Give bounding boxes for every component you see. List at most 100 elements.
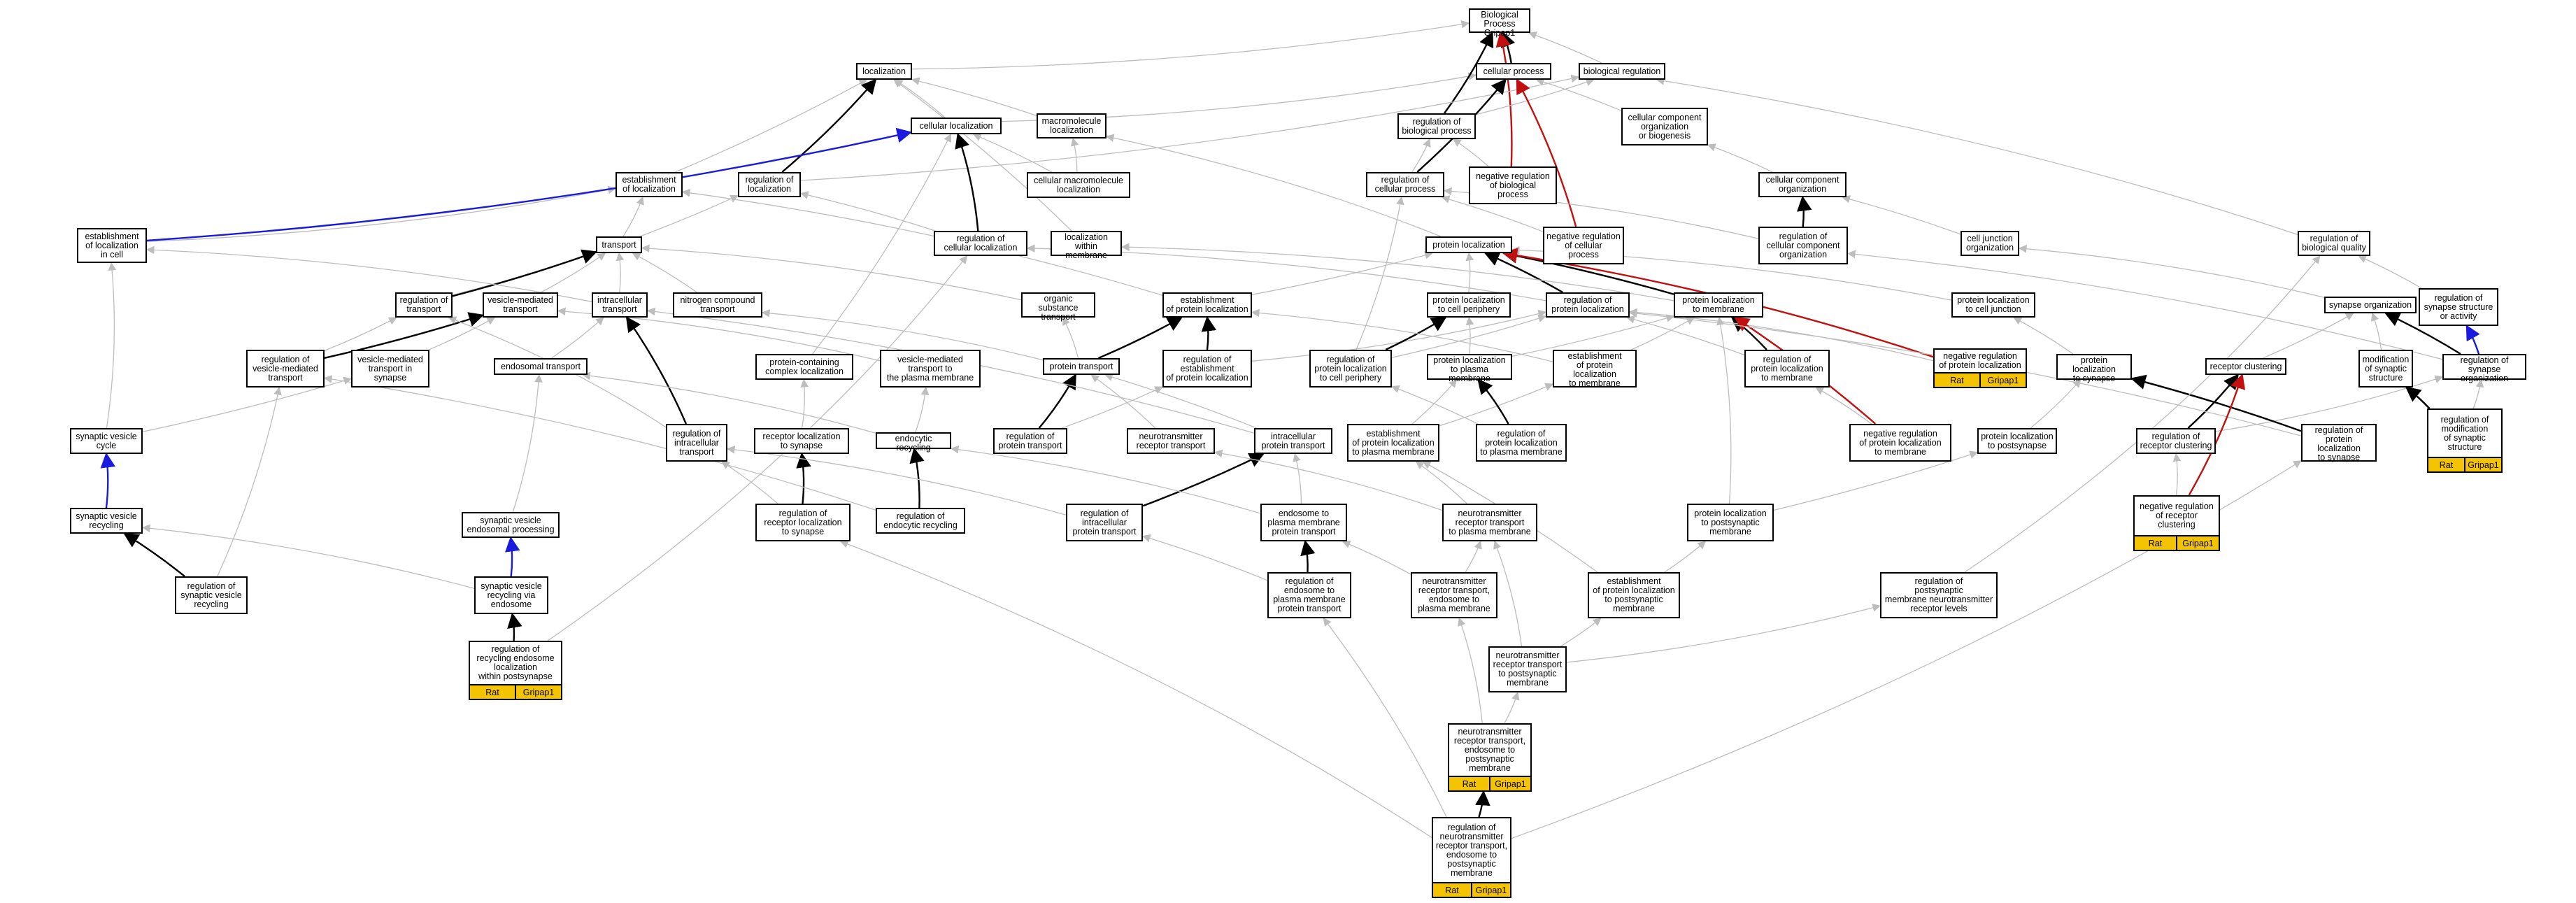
go-term-node-rcl[interactable]: regulation of cellular localization (934, 231, 1027, 256)
go-term-node-rplpm[interactable]: regulation of protein localization to pl… (1476, 424, 1567, 462)
go-term-node-svc[interactable]: synaptic vesicle cycle (70, 428, 143, 454)
go-term-node-plpm[interactable]: protein localization to plasma membrane (1427, 354, 1512, 383)
go-term-node-etpmpt[interactable]: endosome to plasma membrane protein tran… (1260, 504, 1347, 541)
go-term-node-rbp[interactable]: regulation of biological process (1397, 113, 1476, 139)
go-term-node-br[interactable]: biological regulation (1579, 63, 1665, 80)
go-term-node-vmtis[interactable]: vesicle-mediated transport in synapse (351, 350, 429, 387)
go-term-node-loc[interactable]: localization (856, 63, 912, 80)
go-term-node-rit[interactable]: regulation of intracellular transport (666, 424, 727, 462)
go-term-node-nrcp[interactable]: negative regulation of cellular process (1543, 227, 1624, 264)
go-term-node-nrpl[interactable]: negative regulation of protein localizat… (1933, 348, 2027, 388)
edge-part-of-retpmpt-to-etpmpt (1300, 539, 1316, 573)
go-term-node-rpls[interactable]: regulation of protein localization to sy… (2301, 424, 2377, 462)
edge-part-of-rrelp-to-svrve (507, 612, 522, 641)
go-term-node-eol[interactable]: establishment of localization (615, 172, 683, 197)
edge-is-a-plpm-to-plcp (1465, 316, 1474, 355)
go-term-node-cl[interactable]: cellular localization (911, 118, 1002, 134)
edge-is-a-rplcp-to-rcp (1355, 196, 1404, 350)
go-term-node-pltm[interactable]: protein localization to membrane (1674, 292, 1763, 318)
edge-is-a-svc-to-vmtis (142, 376, 353, 432)
go-term-node-epl[interactable]: establishment of protein localization (1162, 292, 1252, 318)
go-term-node-rc[interactable]: receptor clustering (2205, 358, 2286, 375)
go-term-node-nrtpm[interactable]: neurotransmitter receptor transport to p… (1442, 504, 1537, 541)
go-term-node-ecr[interactable]: endocytic recycling (876, 432, 951, 453)
go-term-node-pcl[interactable]: protein-containing complex localization (755, 354, 853, 380)
edge-negatively-regulates-nrbp-to-bp (1495, 31, 1513, 167)
go-term-node-rbq[interactable]: regulation of biological quality (2298, 231, 2370, 256)
go-term-node-nrtepsm[interactable]: neurotransmitter receptor transport, end… (1448, 723, 1532, 792)
go-term-node-rvmt[interactable]: regulation of vesicle-mediated transport (246, 350, 325, 387)
go-term-node-svr[interactable]: synaptic vesicle recycling (70, 508, 143, 534)
go-term-node-pls[interactable]: protein localization to synapse (2056, 354, 2132, 383)
go-term-node-rmss[interactable]: regulation of modification of synaptic s… (2427, 408, 2503, 473)
go-term-node-rssa[interactable]: regulation of synapse structure or activ… (2419, 288, 2498, 326)
go-term-node-retpmpt[interactable]: regulation of endosome to plasma membran… (1267, 572, 1351, 618)
go-term-node-nct[interactable]: nitrogen compound transport (673, 292, 762, 318)
go-term-node-cp[interactable]: cellular process (1476, 63, 1551, 80)
go-term-node-intp[interactable]: intracellular protein transport (1254, 428, 1332, 454)
go-term-node-epltm[interactable]: establishment of protein localization to… (1553, 350, 1637, 388)
go-term-node-rcco[interactable]: regulation of cellular component organiz… (1758, 227, 1848, 264)
annotation-species: Rat (1935, 374, 1979, 387)
go-term-node-nrbp[interactable]: negative regulation of biological proces… (1469, 166, 1557, 204)
edge-is-a-ccob-to-cp (1535, 78, 1622, 111)
go-term-node-rso[interactable]: regulation of synapse organization (2442, 354, 2526, 383)
go-term-node-svrve[interactable]: synaptic vesicle recycling via endosome (474, 576, 548, 614)
go-term-node-cjo[interactable]: cell junction organization (1961, 231, 2019, 256)
go-term-node-rtr[interactable]: regulation of transport (395, 292, 453, 318)
go-term-node-rpmnrl[interactable]: regulation of postsynaptic membrane neur… (1880, 572, 1998, 618)
go-term-node-nrrc[interactable]: negative regulation of receptor clusteri… (2133, 495, 2220, 551)
go-term-node-it[interactable]: intracellular transport (592, 292, 648, 318)
go-term-node-rnrtepsm[interactable]: regulation of neurotransmitter receptor … (1432, 817, 1511, 898)
go-term-node-rer[interactable]: regulation of endocytic recycling (876, 508, 965, 534)
go-term-node-rrc[interactable]: regulation of receptor clustering (2136, 428, 2216, 454)
go-term-node-lwm[interactable]: localization within membrane (1051, 231, 1122, 260)
go-term-node-pltpm[interactable]: protein localization to postsynaptic mem… (1687, 504, 1774, 541)
go-term-node-plps[interactable]: protein localization to postsynapse (1977, 428, 2057, 454)
go-term-node-rrls[interactable]: regulation of receptor localization to s… (755, 504, 851, 541)
go-term-node-epltpsm[interactable]: establishment of protein localization to… (1588, 572, 1680, 618)
go-term-node-rsvr[interactable]: regulation of synaptic vesicle recycling (175, 576, 248, 614)
go-term-node-cco[interactable]: cellular component organization (1758, 172, 1846, 197)
go-term-node-rpl[interactable]: regulation of protein localization (1546, 292, 1630, 318)
go-term-node-rplcp[interactable]: regulation of protein localization to ce… (1309, 350, 1392, 387)
go-term-node-plcp[interactable]: protein localization to cell periphery (1427, 292, 1511, 318)
go-term-node-tr[interactable]: transport (596, 236, 642, 253)
go-term-node-rrelp[interactable]: regulation of recycling endosome localiz… (469, 641, 562, 700)
go-term-node-vmt[interactable]: vesicle-mediated transport (483, 292, 558, 318)
go-term-node-rpt[interactable]: regulation of protein transport (993, 428, 1067, 454)
go-term-node-pl[interactable]: protein localization (1425, 236, 1512, 253)
go-term-node-mss[interactable]: modification of synaptic structure (2358, 350, 2413, 387)
go-term-node-nrpltm[interactable]: negative regulation of protein localizat… (1849, 424, 1951, 462)
go-term-node-ml[interactable]: macromolecule localization (1037, 113, 1106, 138)
go-term-node-rol[interactable]: regulation of localization (738, 172, 801, 197)
go-term-node-ccob[interactable]: cellular component organization or bioge… (1621, 108, 1708, 145)
go-term-node-pt[interactable]: protein transport (1043, 358, 1120, 375)
go-term-label: localization within membrane (1065, 232, 1108, 260)
go-term-node-ost[interactable]: organic substance transport (1021, 292, 1095, 322)
go-term-node-sveep[interactable]: synaptic vesicle endosomal processing (462, 512, 560, 538)
go-term-node-cml[interactable]: cellular macromolecule localization (1027, 172, 1130, 198)
go-term-label: cellular macromolecule localization (1034, 175, 1123, 194)
go-term-label: neurotransmitter receptor transport, end… (1453, 727, 1526, 773)
go-term-node-rpltm[interactable]: regulation of protein localization to me… (1744, 350, 1830, 387)
go-term-node-vmtpm[interactable]: vesicle-mediated transport to the plasma… (880, 350, 981, 387)
go-term-node-nrttpm[interactable]: neurotransmitter receptor transport to p… (1488, 646, 1567, 692)
go-term-node-plcj[interactable]: protein localization to cell junction (1951, 292, 2035, 318)
go-term-node-epltpm[interactable]: establishment of protein localization to… (1347, 424, 1439, 462)
go-term-label: protein localization to cell periphery (1432, 295, 1505, 314)
annotation-gene: Gripap1 (1471, 883, 1510, 897)
go-term-label: regulation of synapse organization (2460, 355, 2509, 383)
go-term-node-elic[interactable]: establishment of localization in cell (77, 228, 147, 263)
go-term-node-rls[interactable]: receptor localization to synapse (754, 428, 849, 454)
annotation-gene: Gripap1 (515, 685, 561, 699)
go-term-node-repl[interactable]: regulation of establishment of protein l… (1162, 350, 1252, 387)
go-term-node-nrt[interactable]: neurotransmitter receptor transport (1127, 428, 1215, 454)
annotation-gene: Gripap1 (2176, 536, 2219, 550)
go-term-node-bp[interactable]: Biological Process Gripap1 (1469, 8, 1530, 38)
go-term-node-nrtepm[interactable]: neurotransmitter receptor transport, end… (1411, 572, 1497, 618)
go-term-node-rcp[interactable]: regulation of cellular process (1366, 172, 1444, 197)
go-term-node-rript[interactable]: regulation of intracellular protein tran… (1066, 504, 1143, 541)
go-term-node-so[interactable]: synapse organization (2324, 297, 2417, 313)
go-term-node-et[interactable]: endosomal transport (494, 358, 588, 375)
